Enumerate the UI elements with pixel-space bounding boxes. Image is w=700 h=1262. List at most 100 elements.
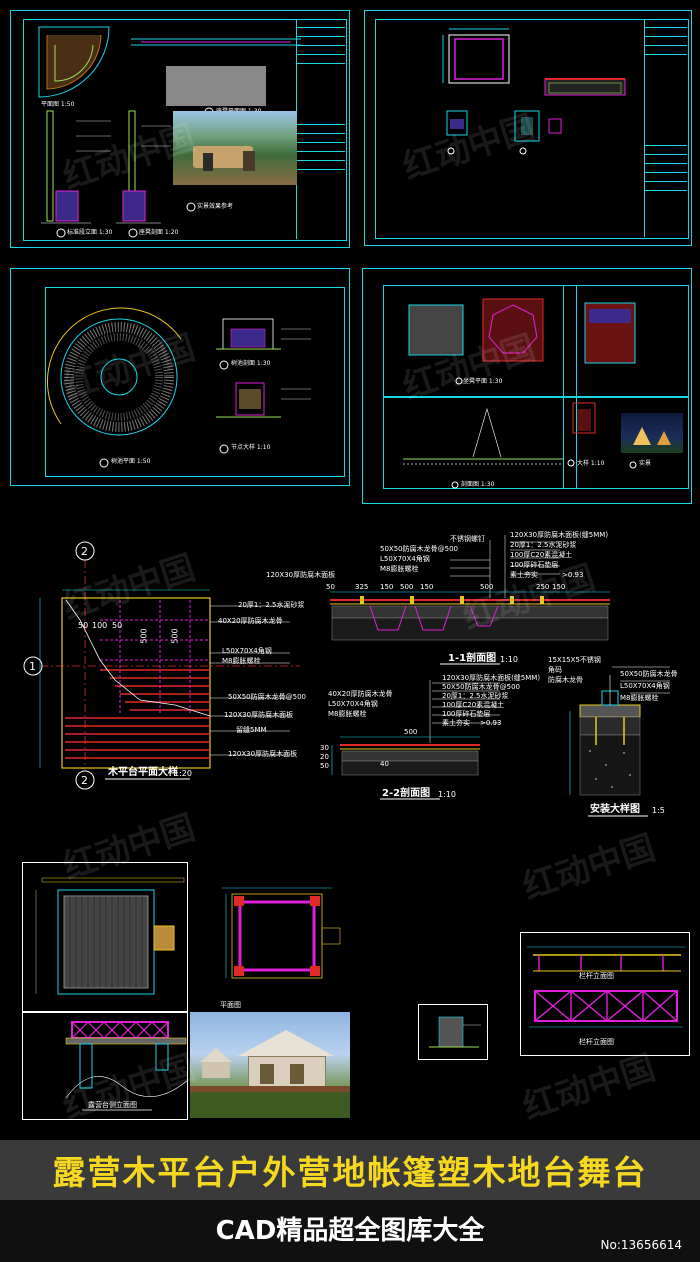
deck-plan-drawing: 2 1 2 50 100 50 500 500 120X30厚防腐木面板 20厚… — [0, 530, 335, 800]
leader-note: 50X50防腐木龙骨@500 — [442, 683, 520, 691]
axis-bubble-left: 1 — [29, 660, 36, 673]
leader-note: 120X30厚防腐木面板 — [228, 750, 298, 758]
leader-note: 100厚碎石垫层 — [442, 710, 491, 718]
platform-svg — [35, 877, 341, 1111]
dim-label: 250 — [536, 583, 550, 591]
tent-night-photo — [621, 413, 683, 453]
sheet2-drawings — [442, 28, 626, 155]
drawing-sheet-3: 树池平面 1:50 树池剖面 1:30 节点大样 1:10 — [10, 268, 350, 486]
leader-note: M8膨胀螺栓 — [620, 694, 659, 702]
dim-label: 30 — [320, 744, 329, 752]
leader-note: 120X30厚防腐木面板 — [224, 711, 294, 719]
drawing-title: 木平台平面大样 — [108, 767, 178, 778]
leader-note: 素土夯实 — [442, 719, 470, 727]
leader-note: L50X70X4角钢 — [380, 555, 430, 563]
sheet1-drawings — [38, 26, 301, 238]
leader-note: 120X30厚防腐木面板(缝5MM) — [510, 531, 609, 539]
reference-photo-park — [173, 111, 297, 185]
railing-drawing: 栏杆立面图 栏杆立面图 — [520, 932, 690, 1056]
drawing-scale: 1:5 — [652, 806, 665, 815]
leader-note: 不锈钢螺钉 — [450, 535, 485, 543]
install-detail-svg — [569, 666, 670, 817]
title-block — [644, 19, 687, 237]
dim-label: 500 — [400, 583, 414, 591]
caption-section: 树池剖面 1:30 — [231, 360, 271, 367]
sheet4-drawings — [403, 298, 637, 489]
section-1-1-drawing: 120X30厚防腐木面板(缝5MM) 20厚1：2.5水泥砂浆 100厚C20素… — [300, 530, 700, 670]
dim-label: 40 — [380, 760, 389, 768]
leader-note: 40X20厚防腐木龙骨 — [328, 690, 393, 698]
dim-label: 325 — [355, 583, 369, 591]
title-banner: 露营木平台户外营地帐篷塑木地台舞台 — [0, 1140, 700, 1200]
leader-note: 素土夯实 — [510, 571, 538, 579]
leader-note: 20厚1：2.5水泥砂浆 — [238, 601, 305, 609]
dim-label: 50 — [78, 621, 89, 630]
footer-subtitle: CAD精品超全图库大全 — [215, 1216, 485, 1246]
axis-bubble-bottom: 2 — [81, 774, 88, 787]
dim-label: 50 — [326, 583, 335, 591]
dim-label: 100 — [92, 621, 108, 630]
drawing-sheet-2 — [364, 10, 692, 246]
leader-note: 50X50防腐木龙骨 — [620, 670, 678, 678]
leader-note: L50X70X4角钢 — [222, 647, 272, 655]
platform-drawing: 平面图 露营台侧立面图 — [22, 862, 352, 1120]
leader-note: 20厚1：2.5水泥砂浆 — [442, 692, 509, 700]
dim-label: 500 — [170, 628, 180, 644]
callout-2: 标准段立面 1:30 — [67, 229, 113, 236]
image-number: No:13656614 — [600, 1238, 682, 1252]
drawing-title: 1-1剖面图 — [448, 653, 497, 664]
section-2-2-drawing: 120X30厚防腐木面板(缝5MM) 50X50防腐木龙骨@500 20厚1：2… — [320, 674, 540, 805]
section-1-1-svg — [330, 535, 610, 665]
caption-plan: 坐凳平面 1:30 — [463, 378, 503, 385]
compaction-value: >0.93 — [480, 719, 502, 727]
drawing-sheet-4: 坐凳平面 1:30 剖面图 1:30 大样 1:10 实景 — [362, 268, 692, 504]
leader-note: 20厚1：2.5水泥砂浆 — [510, 541, 577, 549]
glamping-tent-photo — [190, 1012, 350, 1118]
small-detail-svg — [429, 1016, 481, 1048]
leader-note: 50X50防腐木龙骨@500 — [380, 545, 458, 553]
compaction-value: >0.93 — [562, 571, 584, 579]
leader-note: 防腐木龙骨 — [548, 676, 583, 684]
caption-elev: 露营台侧立面图 — [88, 1101, 137, 1109]
sheet3-drawings — [47, 307, 311, 468]
leader-note: 留缝5MM — [236, 726, 267, 734]
caption-plan: 树池平面 1:50 — [111, 458, 151, 465]
leader-note: L50X70X4角钢 — [328, 700, 378, 708]
caption-photo: 实景 — [639, 460, 652, 467]
leader-note: 15X15X5不锈钢 — [548, 656, 601, 664]
leader-note: M8膨胀螺栓 — [328, 710, 367, 718]
caption-top: 栏杆立面图 — [579, 972, 614, 980]
leader-note: 40X20厚防腐木龙骨 — [218, 617, 283, 625]
footer: CAD精品超全图库大全 No:13656614 — [0, 1200, 700, 1262]
caption-plan: 平面图 — [220, 1001, 241, 1009]
leader-note: M8膨胀螺栓 — [222, 657, 261, 665]
drawing-sheet-1: 平面图 1:50 标准段立面 1:30 座凳剖面 1:20 座凳平面图 1:30… — [10, 10, 350, 248]
install-detail-drawing: 15X15X5不锈钢 角码 防腐木龙骨 50X50防腐木龙骨 L50X70X4角… — [540, 655, 700, 825]
dim-label: 50 — [112, 621, 123, 630]
section-2-2-svg — [331, 680, 500, 800]
leader-note: 100厚C20素混凝土 — [510, 551, 573, 559]
dim-label: 500 — [480, 583, 494, 591]
caption-bottom: 栏杆立面图 — [579, 1038, 614, 1046]
drawing-title: 2-2剖面图 — [382, 788, 431, 799]
caption-detail: 节点大样 1:10 — [231, 444, 271, 451]
drawing-scale: 1:10 — [500, 655, 518, 664]
watermark: 红动中国 — [518, 827, 660, 908]
small-detail-drawing — [418, 1004, 488, 1060]
railing-svg — [527, 946, 685, 1028]
leader-note: 120X30厚防腐木面板 — [266, 571, 336, 579]
dim-label: 50 — [320, 762, 329, 770]
axis-bubble-top: 2 — [81, 545, 88, 558]
caption-section: 剖面图 1:30 — [461, 481, 495, 488]
drawing-title: 安装大样图 — [590, 804, 640, 815]
leader-note: 100厚C20素混凝土 — [442, 701, 505, 709]
drawing-scale: 1:10 — [438, 790, 456, 799]
dim-label: 500 — [139, 628, 149, 644]
callout-3: 座凳剖面 1:20 — [139, 229, 179, 236]
banner-title: 露营木平台户外营地帐篷塑木地台舞台 — [52, 1153, 648, 1192]
callout-1: 平面图 1:50 — [41, 101, 75, 108]
leader-note: 120X30厚防腐木面板(缝5MM) — [442, 674, 541, 682]
leader-note: 50X50防腐木龙骨@500 — [228, 693, 306, 701]
leader-note: 角码 — [548, 666, 562, 674]
deck-plan-svg — [23, 541, 300, 790]
